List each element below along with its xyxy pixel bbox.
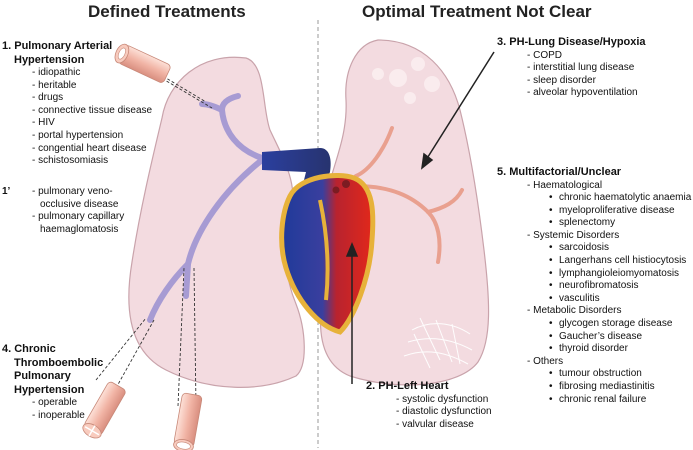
list-item: inoperable xyxy=(32,410,103,423)
left-heart-list: systolic dysfunction diastolic dysfuncti… xyxy=(366,394,492,432)
pah-title-2: Hypertension xyxy=(14,53,85,66)
left-header: Defined Treatments xyxy=(88,2,246,21)
multifactorial-list: Haematological chronic haematolytic anae… xyxy=(497,180,691,407)
list-item: operable xyxy=(32,397,103,410)
left-atrium-vessel xyxy=(342,180,350,188)
list-item: idiopathic xyxy=(32,67,152,80)
list-item: myeloproliferative disease xyxy=(547,205,691,218)
list-item: COPD xyxy=(527,50,646,63)
list-item: Langerhans cell histiocytosis xyxy=(547,255,691,268)
alveolar-patches xyxy=(372,57,440,104)
left-heart-title: 2. PH-Left Heart xyxy=(366,380,449,392)
cteph-list: operable inoperable xyxy=(2,397,103,422)
list-item: pulmonary capillary xyxy=(32,211,124,224)
category-label: Others xyxy=(527,356,691,369)
list-item: vasculitis xyxy=(547,293,691,306)
vessel-tube-pah xyxy=(114,43,171,83)
list-item: portal hypertension xyxy=(32,130,152,143)
multifactorial-title: 5. Multifactorial/Unclear xyxy=(497,166,622,178)
pvod-list: pulmonary veno- occlusive disease pulmon… xyxy=(2,186,124,236)
list-item: lymphangioleiomyomatosis xyxy=(547,268,691,281)
category-label: Systemic Disorders xyxy=(527,230,691,243)
lung-group: 3. PH-Lung Disease/Hypoxia COPD intersti… xyxy=(497,36,646,100)
pvod-group: 1’ pulmonary veno- occlusive disease pul… xyxy=(2,186,124,236)
left-pulmonary-vessels xyxy=(147,93,265,323)
vessel-tube-cteph-2 xyxy=(173,392,203,450)
fibrosis-lines xyxy=(403,317,473,369)
pah-list: idiopathic heritable drugs connective ti… xyxy=(2,67,152,168)
list-item: systolic dysfunction xyxy=(396,394,492,407)
cteph-title-3: Pulmonary xyxy=(14,370,71,382)
cteph-title-4: Hypertension xyxy=(14,383,85,396)
list-item: connective tissue disease xyxy=(32,105,152,118)
list-item: splenectomy xyxy=(547,217,691,230)
cteph-title-1: 4. Chronic xyxy=(2,343,56,355)
list-item: interstitial lung disease xyxy=(527,62,646,75)
right-pulmonary-vessels xyxy=(354,126,464,264)
list-item: haemaglomatosis xyxy=(40,223,119,235)
right-header: Optimal Treatment Not Clear xyxy=(362,2,592,21)
list-item: pulmonary veno- xyxy=(32,186,124,199)
pah-group: 1. Pulmonary Arterial Hypertension idiop… xyxy=(2,40,152,168)
left-atrium-vessel-2 xyxy=(332,186,340,194)
list-item: neurofibromatosis xyxy=(547,280,691,293)
list-item: glycogen storage disease xyxy=(547,318,691,331)
cteph-title-2: Thromboembolic xyxy=(14,356,104,369)
list-item: congential heart disease xyxy=(32,143,152,156)
list-item: occlusive disease xyxy=(40,198,119,210)
multifactorial-group: 5. Multifactorial/Unclear Haematological… xyxy=(497,166,691,406)
list-item: valvular disease xyxy=(396,419,492,432)
list-item: chronic renal failure xyxy=(547,394,691,407)
list-item: Gaucher’s disease xyxy=(547,331,691,344)
heart-septum xyxy=(318,199,330,301)
list-item: alveolar hypoventilation xyxy=(527,87,646,100)
pah-title-1: 1. Pulmonary Arterial xyxy=(2,40,113,52)
arrows xyxy=(345,51,495,384)
category-label: Haematological xyxy=(527,180,691,193)
pvod-number: 1’ xyxy=(2,186,11,197)
list-item: sleep disorder xyxy=(527,75,646,88)
list-item: schistosomiasis xyxy=(32,155,152,168)
category-label: Metabolic Disorders xyxy=(527,305,691,318)
list-item: tumour obstruction xyxy=(547,368,691,381)
list-item: heritable xyxy=(32,80,152,93)
list-item: HIV xyxy=(32,117,152,130)
list-item: sarcoidosis xyxy=(547,242,691,255)
cteph-group: 4. Chronic Thromboembolic Pulmonary Hype… xyxy=(2,343,103,422)
list-item: fibrosing mediastinitis xyxy=(547,381,691,394)
list-item: drugs xyxy=(32,92,152,105)
left-heart-group: 2. PH-Left Heart systolic dysfunction di… xyxy=(366,380,492,431)
lung-title: 3. PH-Lung Disease/Hypoxia xyxy=(497,36,646,48)
lung-list: COPD interstitial lung disease sleep dis… xyxy=(497,50,646,100)
list-item: thyroid disorder xyxy=(547,343,691,356)
list-item: diastolic dysfunction xyxy=(396,406,492,419)
list-item: chronic haematolytic anaemia xyxy=(547,192,691,205)
